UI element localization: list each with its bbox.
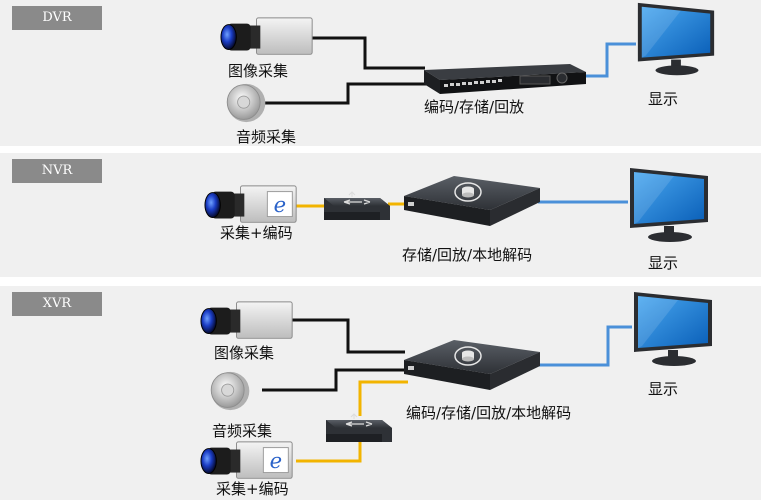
pickup-microphone-icon — [222, 80, 274, 126]
xvr-video-out-cable — [538, 325, 632, 367]
dvr-monitor-label: 显示 — [648, 90, 679, 108]
dvr-rack-icon — [420, 58, 590, 98]
dvr-camera-cable — [312, 36, 425, 70]
xvr-ipcam-network-cable — [296, 440, 362, 463]
nvr-box-icon — [402, 172, 542, 232]
network-switch-icon — [324, 408, 394, 448]
monitor-icon — [628, 288, 718, 372]
nvr-monitor-label: 显示 — [648, 254, 679, 272]
network-switch-icon — [322, 186, 392, 226]
section-tag-nvr: NVR — [12, 159, 102, 183]
nvr-box-icon — [402, 336, 542, 396]
xvr-monitor-label: 显示 — [648, 380, 679, 398]
dvr-audio-cable — [265, 82, 428, 105]
dvr-audio-label: 音频采集 — [236, 128, 297, 146]
xvr-switch-network-cable — [358, 380, 408, 416]
xvr-recorder-label: 编码/存储/回放/本地解码 — [406, 404, 572, 422]
nvr-recorder-label: 存储/回放/本地解码 — [402, 246, 533, 264]
nvr-ipcam-label: 采集+编码 — [220, 224, 293, 242]
monitor-icon — [624, 164, 714, 248]
xvr-ipcam-label: 采集+编码 — [216, 480, 289, 498]
xvr-audio-label: 音频采集 — [212, 422, 273, 440]
box-camera-icon — [220, 14, 316, 62]
box-camera-icon — [200, 298, 296, 346]
xvr-camera-cable — [292, 318, 405, 354]
section-tag-xvr: XVR — [12, 292, 102, 316]
dvr-recorder-label: 编码/存储/回放 — [424, 98, 525, 116]
dvr-panel — [0, 0, 761, 146]
dvr-camera-label: 图像采集 — [228, 62, 289, 80]
xvr-audio-cable — [262, 368, 405, 392]
pickup-microphone-icon — [206, 368, 258, 414]
monitor-icon — [632, 0, 720, 80]
xvr-camera-label: 图像采集 — [214, 344, 275, 362]
dvr-video-out-cable — [585, 42, 636, 78]
section-tag-dvr: DVR — [12, 6, 102, 30]
